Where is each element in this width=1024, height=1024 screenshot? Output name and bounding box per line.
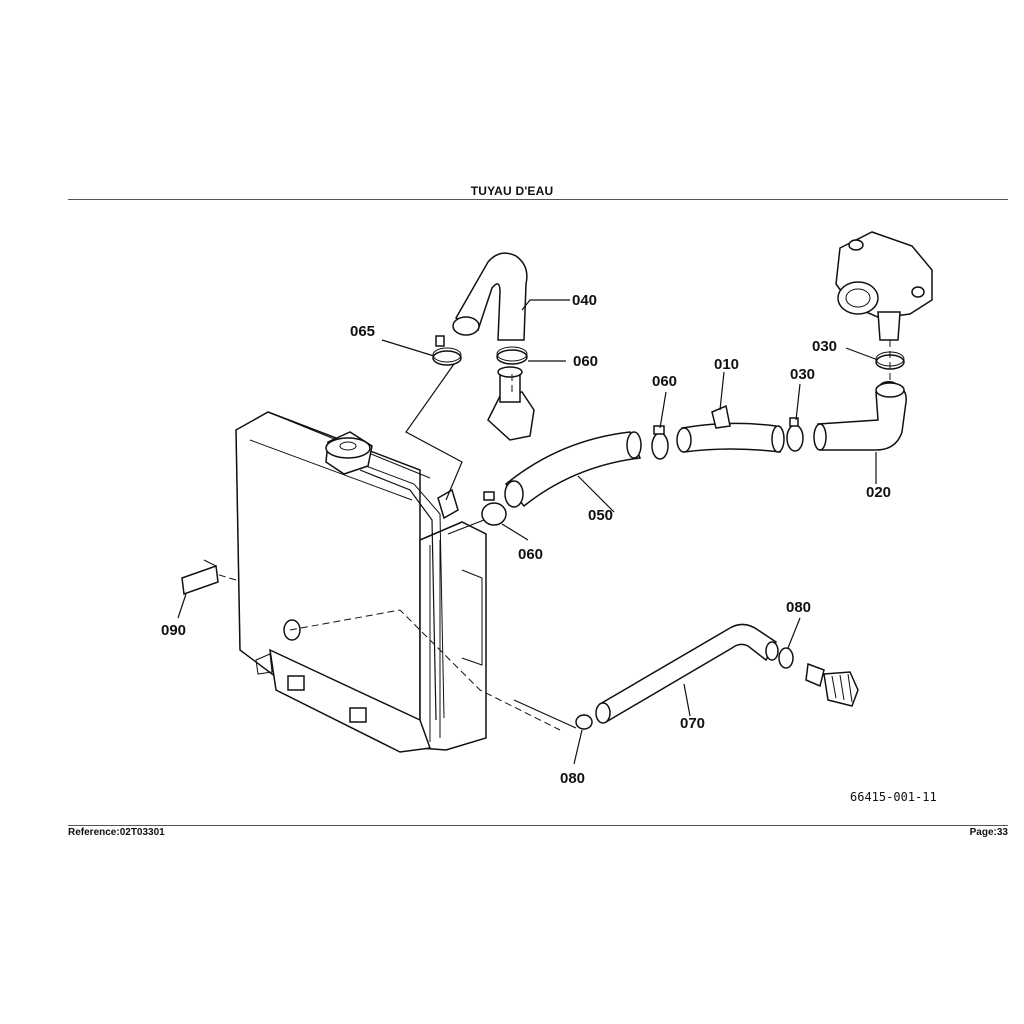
footer-divider bbox=[68, 825, 1008, 826]
figure-code: 66415-001-11 bbox=[850, 790, 937, 804]
clamp-065 bbox=[432, 335, 462, 366]
callout-080-bottom: 080 bbox=[560, 770, 585, 787]
hose-050 bbox=[504, 431, 642, 508]
page-title: TUYAU D'EAU bbox=[470, 184, 554, 198]
thermostat-housing bbox=[835, 231, 933, 341]
callout-030-right: 030 bbox=[812, 338, 837, 355]
leader-lines bbox=[177, 299, 891, 765]
hose-070 bbox=[595, 623, 779, 724]
callout-060-top: 060 bbox=[573, 353, 598, 370]
callout-060-mid: 060 bbox=[652, 373, 677, 390]
clamp-030-left bbox=[786, 417, 804, 452]
water-flange bbox=[487, 366, 535, 441]
callout-040: 040 bbox=[572, 292, 597, 309]
clamp-080-top bbox=[778, 647, 794, 669]
callout-050: 050 bbox=[588, 507, 613, 524]
clamp-080-bottom bbox=[575, 714, 593, 730]
callout-010: 010 bbox=[714, 356, 739, 373]
callout-060-low: 060 bbox=[518, 546, 543, 563]
clamp-060-mid bbox=[651, 425, 669, 460]
hose-020 bbox=[813, 380, 907, 451]
radiator bbox=[235, 411, 487, 753]
page-number: Page:33 bbox=[969, 827, 1008, 838]
drain-cock bbox=[805, 662, 859, 707]
callout-070: 070 bbox=[680, 715, 705, 732]
callout-020: 020 bbox=[866, 484, 891, 501]
hose-040 bbox=[452, 252, 528, 341]
callout-080-top: 080 bbox=[786, 599, 811, 616]
hose-010 bbox=[676, 404, 785, 453]
callouts: 040 065 060 060 010 030 030 050 020 060 … bbox=[161, 292, 891, 787]
header-divider bbox=[68, 199, 1008, 200]
callout-065: 065 bbox=[350, 323, 375, 340]
clamp-060-top bbox=[496, 346, 528, 365]
reference-label: Reference:02T03301 bbox=[68, 827, 165, 838]
callout-090: 090 bbox=[161, 622, 186, 639]
clamp-060-low bbox=[481, 491, 507, 526]
plate-090 bbox=[181, 559, 219, 596]
callout-030-left: 030 bbox=[790, 366, 815, 383]
